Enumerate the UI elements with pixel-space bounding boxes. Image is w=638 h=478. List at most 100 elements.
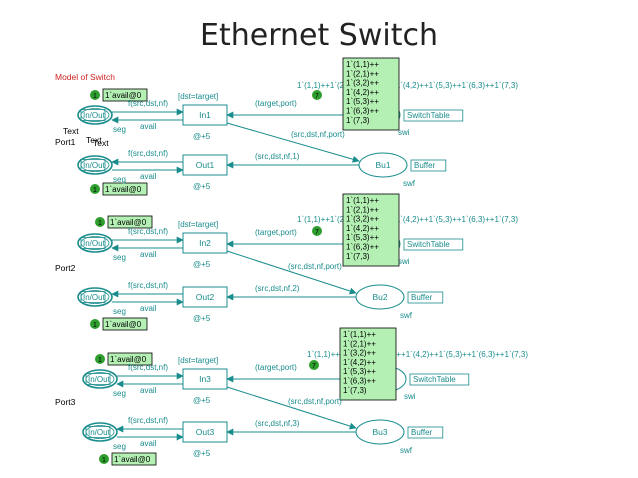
marking-line: 1`(1,1)++ bbox=[346, 60, 379, 69]
delay-in-label: @+5 bbox=[193, 396, 211, 405]
in-out-place-label: In/Out bbox=[83, 161, 106, 170]
marking-line: 1`(4,2)++ bbox=[343, 358, 376, 367]
marking-line: 1`(2,1)++ bbox=[346, 205, 379, 214]
token-marking-label: 1`avail@0 bbox=[105, 320, 142, 329]
avail-in-label: avail bbox=[140, 386, 157, 395]
marking-line: 1`(3,2)++ bbox=[343, 349, 376, 358]
transition-out[interactable]: Out3 bbox=[182, 421, 228, 443]
token-count: 1 bbox=[102, 457, 106, 464]
out-place[interactable]: In/Out bbox=[82, 422, 118, 442]
buffer-place[interactable]: Bu1 bbox=[358, 152, 408, 178]
arc-to-buffer bbox=[226, 250, 357, 295]
marking-line: 1`(5,3)++ bbox=[346, 97, 379, 106]
transition-in[interactable]: In3 bbox=[182, 368, 228, 390]
token-count: 1 bbox=[93, 322, 97, 329]
table-arc-label: (target,port) bbox=[255, 363, 297, 372]
token-marking-label: 1`avail@0 bbox=[105, 185, 142, 194]
buffer-place[interactable]: Bu3 bbox=[355, 419, 405, 445]
buffer-out-label: (src,dst,nf,3) bbox=[255, 419, 300, 428]
token-marking-label: 1`avail@0 bbox=[114, 455, 151, 464]
in-out-place-label: In/Out bbox=[88, 375, 111, 384]
marking-box: 1`(1,1)++1`(2,1)++1`(3,2)++1`(4,2)++1`(5… bbox=[339, 327, 397, 401]
in-place[interactable]: In/Out bbox=[77, 233, 113, 253]
buffer-place[interactable]: Bu2 bbox=[355, 284, 405, 310]
transition-label: Out2 bbox=[196, 292, 215, 302]
table-arc-label: (target,port) bbox=[255, 99, 297, 108]
buffer-tag: Buffer bbox=[410, 159, 447, 172]
transition-out[interactable]: Out2 bbox=[182, 286, 228, 308]
avail-out-label: avail bbox=[140, 439, 157, 448]
marking-line: 1`(6,3)++ bbox=[346, 243, 379, 252]
text-label-b: Text bbox=[86, 135, 102, 145]
marking-line: 1`(6,3)++ bbox=[343, 377, 376, 386]
fusion-tag-label: SwitchTable bbox=[407, 240, 450, 249]
text-label-a: Text bbox=[63, 126, 79, 136]
port-label: Port1 bbox=[55, 137, 76, 147]
delay-out-label: @+5 bbox=[193, 449, 211, 458]
arc-out-label: f(src,dst,nf) bbox=[128, 416, 168, 425]
arc-to-buffer bbox=[226, 386, 357, 430]
delay-out-label: @+5 bbox=[193, 182, 211, 191]
seg-out-label: seg bbox=[113, 175, 126, 184]
port-label: Port2 bbox=[55, 263, 76, 273]
swi-label: swi bbox=[398, 257, 410, 266]
buffer-out-label: (src,dst,nf,2) bbox=[255, 284, 300, 293]
switch-table-tag: SwitchTable bbox=[403, 238, 464, 251]
table-initial-marking: 1`(1,1)++1`(2,1)++1`(3,2)++1`(4,2)++1`(5… bbox=[297, 215, 518, 224]
in-out-place-label: In/Out bbox=[88, 428, 111, 437]
delay-out-label: @+5 bbox=[193, 314, 211, 323]
port-label: Port3 bbox=[55, 397, 76, 407]
seg-out-label: seg bbox=[113, 442, 126, 451]
out-place[interactable]: In/Out bbox=[77, 287, 113, 307]
switch-table-tag: SwitchTable bbox=[409, 373, 470, 386]
transition-label: In3 bbox=[199, 374, 211, 384]
arc-in-label: f(src,dst,nf) bbox=[128, 99, 168, 108]
slide-title: Ethernet Switch bbox=[200, 18, 438, 53]
token-marking-label: 1`avail@0 bbox=[105, 91, 142, 100]
avail-in-label: avail bbox=[140, 122, 157, 131]
marking-line: 1`(5,3)++ bbox=[343, 367, 376, 376]
transition-out[interactable]: Out1 bbox=[182, 154, 228, 176]
transition-label: In1 bbox=[199, 110, 211, 120]
fusion-tag-label: Buffer bbox=[411, 428, 433, 437]
swf-label: swf bbox=[403, 179, 416, 188]
marking-line: 1`(7,3) bbox=[346, 252, 370, 261]
out-place[interactable]: In/Out bbox=[77, 155, 113, 175]
marking-line: 1`(5,3)++ bbox=[346, 233, 379, 242]
transition-in[interactable]: In1 bbox=[182, 104, 228, 126]
place-label: Bu1 bbox=[375, 160, 390, 170]
marking-line: 1`(2,1)++ bbox=[346, 69, 379, 78]
arc-in-label: f(src,dst,nf) bbox=[128, 227, 168, 236]
buffer-in-label: (src,dst,nf,port) bbox=[291, 130, 345, 139]
swi-label: swi bbox=[398, 128, 410, 137]
avail-out-label: avail bbox=[140, 172, 157, 181]
marking-line: 1`(7,3) bbox=[346, 116, 370, 125]
text-label-c: Text bbox=[93, 138, 109, 148]
seg-in-label: seg bbox=[113, 389, 126, 398]
marking-count: 7 bbox=[312, 363, 316, 370]
swf-label: swf bbox=[400, 446, 413, 455]
fusion-tag-label: SwitchTable bbox=[407, 111, 450, 120]
place-label: Bu3 bbox=[372, 427, 387, 437]
token-count: 1 bbox=[93, 93, 97, 100]
seg-in-label: seg bbox=[113, 125, 126, 134]
buffer-in-label: (src,dst,nf,port) bbox=[288, 262, 342, 271]
marking-line: 1`(3,2)++ bbox=[346, 215, 379, 224]
in-place[interactable]: In/Out bbox=[77, 105, 113, 125]
swf-label: swf bbox=[400, 311, 413, 320]
guard-label: [dst=target] bbox=[178, 220, 218, 229]
marking-box: 1`(1,1)++1`(2,1)++1`(3,2)++1`(4,2)++1`(5… bbox=[342, 57, 400, 131]
table-arc-label: (target,port) bbox=[255, 228, 297, 237]
arc-to-buffer bbox=[226, 122, 360, 163]
fusion-tag-label: SwitchTable bbox=[413, 375, 456, 384]
transition-in[interactable]: In2 bbox=[182, 232, 228, 254]
in-place[interactable]: In/Out bbox=[82, 369, 118, 389]
token-count: 1 bbox=[98, 220, 102, 227]
switch-table-tag: SwitchTable bbox=[403, 109, 464, 122]
avail-in-label: avail bbox=[140, 250, 157, 259]
in-out-place-label: In/Out bbox=[83, 239, 106, 248]
marking-count: 7 bbox=[315, 229, 319, 236]
